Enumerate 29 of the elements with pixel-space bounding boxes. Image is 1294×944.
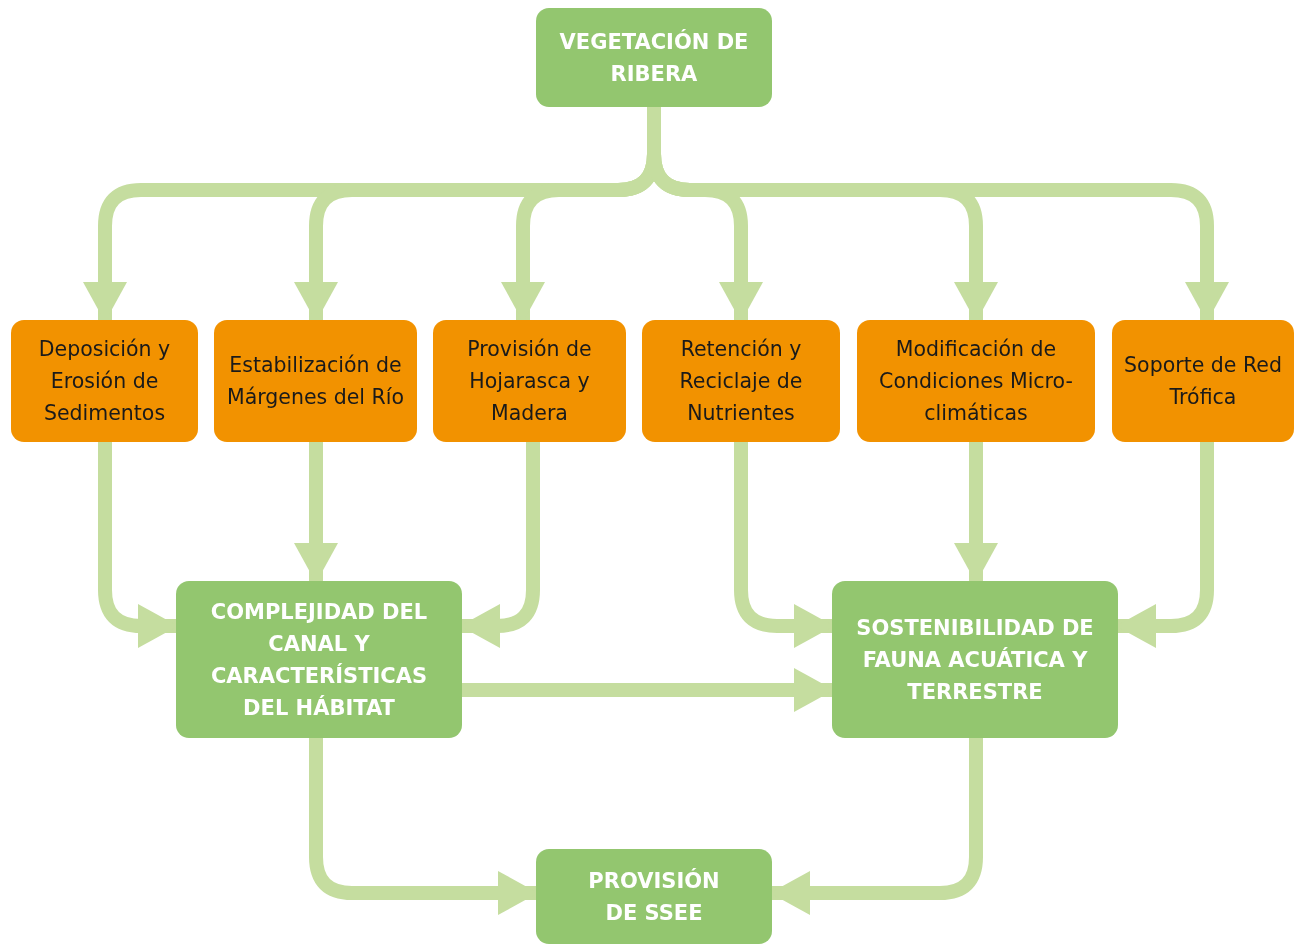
function-box <box>857 320 1095 442</box>
function-box <box>1112 320 1294 442</box>
process-box <box>536 8 772 107</box>
arrow <box>294 442 338 583</box>
process-box <box>536 849 772 944</box>
box-label: VEGETACIÓN DE RIBERA <box>559 28 749 88</box>
arrow <box>1116 442 1214 648</box>
box-label: Retención y Reciclaje de Nutrientes <box>678 336 804 427</box>
box-label: PROVISIÓN DE SSEE <box>587 867 721 927</box>
box-label: Modificación de Condiciones Micro-climáticas <box>878 336 1074 427</box>
function-box <box>433 320 626 442</box>
function-box <box>642 320 840 442</box>
process-box <box>176 581 462 738</box>
arrow <box>954 442 998 583</box>
box-label: Provisión de Hojarasca y Madera <box>466 336 593 427</box>
box-label: SOSTENIBILIDAD DE FAUNA ACUÁTICA Y TERRESTRE <box>855 614 1095 706</box>
arrow <box>460 442 540 648</box>
arrow <box>734 442 834 648</box>
box-label: Estabilización de Márgenes del Río <box>225 352 406 411</box>
process-box <box>832 581 1118 738</box>
box-label: COMPLEJIDAD DEL CANAL Y CARACTERÍSTICAS DEL HÁBITAT <box>209 598 429 722</box>
arrow <box>770 738 983 915</box>
function-box <box>214 320 417 442</box>
box-label: Soporte de Red Trófica <box>1123 352 1283 411</box>
function-box <box>11 320 198 442</box>
box-label: Deposición y Erosión de Sedimentos <box>37 336 172 427</box>
arrow <box>309 738 538 915</box>
arrow <box>462 668 834 712</box>
arrow <box>98 442 178 648</box>
